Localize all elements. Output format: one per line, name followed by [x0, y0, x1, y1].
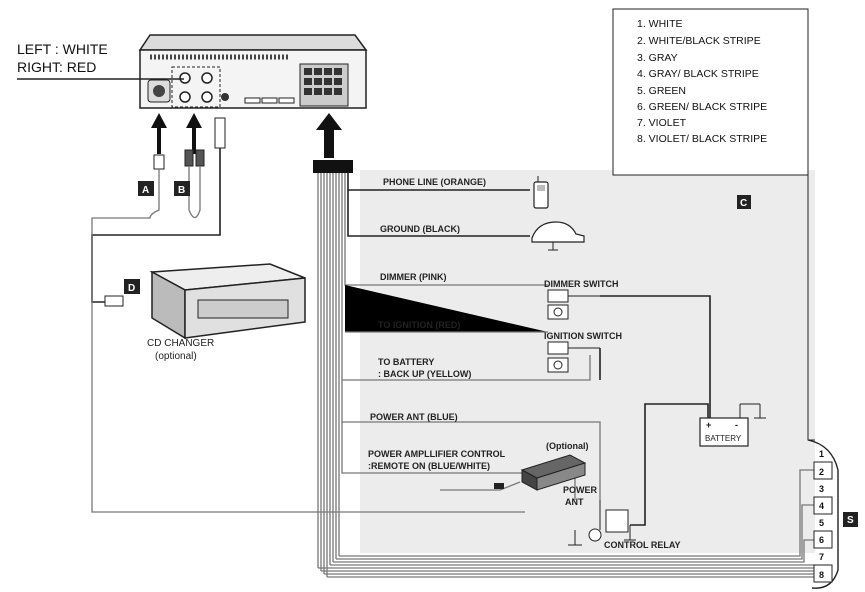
optional-label: (Optional) [546, 441, 589, 451]
svg-text:+: + [706, 420, 711, 430]
right-channel-label: RIGHT: RED [17, 59, 96, 75]
svg-text:B: B [178, 185, 185, 196]
antenna-wire [91, 205, 525, 513]
legend-item: 3. GRAY [637, 52, 678, 64]
power-ant-component-label: POWER [563, 485, 598, 495]
pin-label: 2 [819, 467, 824, 477]
harness-connector [313, 160, 353, 173]
svg-text:A: A [142, 185, 149, 196]
dimmer-switch-label: DIMMER SWITCH [544, 279, 619, 289]
pin-label: 5 [819, 518, 824, 528]
legend-item: 4. GRAY/ BLACK STRIPE [637, 68, 759, 80]
dimmer-switch-icon [547, 289, 711, 418]
pin-label: 7 [819, 552, 824, 562]
phone-icon [533, 176, 549, 209]
marker-s: S [843, 512, 858, 527]
marker-c: C [737, 195, 751, 209]
battery-label: TO BATTERY [378, 357, 434, 367]
pin-label: 3 [819, 484, 824, 494]
ground-label: GROUND (BLACK) [380, 224, 460, 234]
head-unit [138, 34, 368, 109]
amp-control-label: POWER AMPLLIFIER CONTROL [368, 449, 506, 459]
power-ant-component-label-2: ANT [565, 497, 584, 507]
marker-a: A [138, 181, 154, 196]
cd-changer-label: CD CHANGER [147, 338, 214, 349]
pin-label: 1 [819, 449, 824, 459]
pin-label: 8 [819, 570, 824, 580]
svg-text:S: S [847, 515, 854, 526]
connection-arrows [151, 113, 342, 158]
car-ground-icon [531, 221, 585, 251]
cd-changer-optional-label: (optional) [155, 351, 197, 362]
ignition-switch-label: IGNITION SWITCH [544, 331, 622, 341]
phone-line-label: PHONE LINE (ORANGE) [383, 177, 486, 187]
harness-bundle [317, 173, 796, 578]
legend-item: 5. GREEN [637, 85, 686, 97]
marker-d: D [124, 279, 140, 294]
cd-changer-icon [104, 263, 306, 340]
backup-label: : BACK UP (YELLOW) [378, 369, 471, 379]
amplifier-icon [440, 454, 587, 491]
left-channel-label: LEFT : WHITE [17, 41, 108, 57]
battery-icon: + - [630, 403, 766, 526]
legend-item: 6. GREEN/ BLACK STRIPE [637, 101, 767, 113]
legend-item: 1. WHITE [637, 18, 683, 30]
legend-item: 7. VIOLET [637, 117, 687, 129]
pin-label: 4 [819, 501, 824, 511]
ground-wire [347, 190, 530, 237]
svg-text:C: C [740, 198, 747, 209]
connector-s: 1 2 3 4 5 6 7 8 [782, 439, 839, 589]
power-ant-label: POWER ANT (BLUE) [370, 412, 458, 422]
control-relay-icon [568, 500, 636, 546]
battery-label-text: BATTERY [705, 434, 742, 443]
wiring-panel-c [360, 170, 815, 553]
legend-item: 8. VIOLET/ BLACK STRIPE [637, 133, 767, 145]
wire-color-legend: 1. WHITE 2. WHITE/BLACK STRIPE 3. GRAY 4… [612, 8, 815, 441]
svg-text:D: D [128, 283, 135, 294]
remote-on-label: :REMOTE ON (BLUE/WHITE) [368, 461, 490, 471]
control-relay-label: CONTROL RELAY [604, 540, 681, 550]
ignition-label: TO IGNITION (RED) [378, 320, 460, 330]
dimmer-label: DIMMER (PINK) [380, 272, 447, 282]
pin-label: 6 [819, 535, 824, 545]
marker-b: B [174, 181, 190, 196]
svg-text:-: - [735, 420, 738, 430]
ignition-switch-icon [547, 341, 601, 380]
legend-item: 2. WHITE/BLACK STRIPE [637, 35, 761, 47]
